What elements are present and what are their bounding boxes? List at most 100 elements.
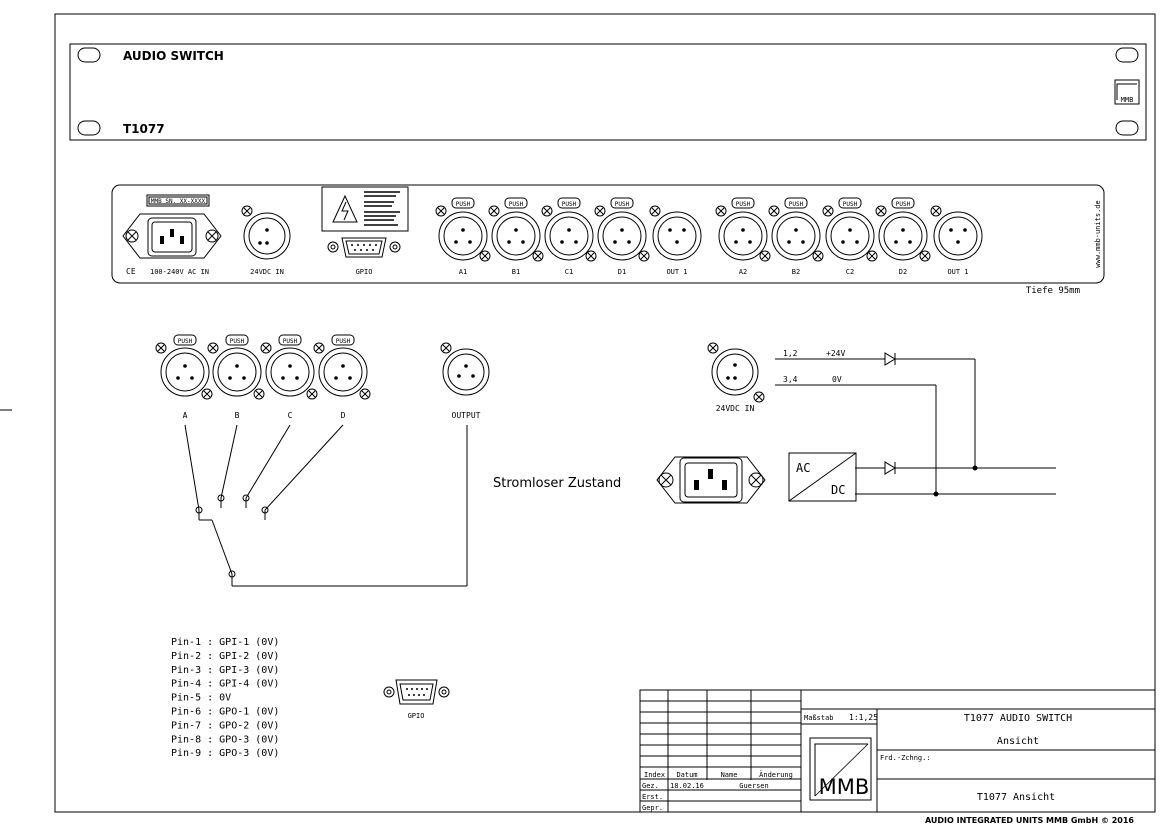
pinout-line: Pin-6 : GPO-1 (0V) — [171, 707, 279, 718]
pinout-line: Pin-8 : GPO-3 (0V) — [171, 734, 279, 745]
input-label: B — [235, 411, 240, 420]
input-xlr-connector: PUSH — [260, 334, 318, 400]
input-label: C — [288, 411, 293, 420]
pinout-line: Pin-9 : GPO-3 (0V) — [171, 748, 279, 759]
power-iec-inlet — [656, 456, 766, 504]
rear-connector-label: D2 — [899, 268, 907, 276]
pin12-label: 1,2 — [783, 349, 798, 358]
input-label: A — [183, 411, 188, 420]
ac-label: 100-240V AC IN — [150, 268, 209, 276]
schematic-output-connector — [440, 342, 490, 396]
rear-connector-label: B1 — [512, 268, 520, 276]
switch-wiring — [184, 424, 468, 587]
pinout-line: Pin-5 : 0V — [171, 693, 231, 704]
push-label: PUSH — [509, 201, 524, 208]
ac-dc-converter: AC DC — [788, 452, 857, 502]
rear-connector-label: C1 — [565, 268, 573, 276]
warning-label — [321, 186, 409, 232]
voltage24-label: +24V — [826, 349, 845, 358]
rear-xlr-connector: PUSH — [822, 197, 878, 262]
push-tab: PUSH — [731, 197, 755, 209]
pinout-line: Pin-1 : GPI-1 (0V) — [171, 637, 279, 648]
rear-connector-label: OUT 1 — [947, 268, 968, 276]
mmb-logo-small: MMB — [1114, 79, 1140, 105]
rack-hole — [77, 47, 101, 63]
rear-xlr-connector: PUSH — [594, 197, 650, 262]
push-label: PUSH — [736, 201, 751, 208]
tb-drawing-name: T1077 Ansicht — [977, 792, 1055, 803]
push-label: PUSH — [896, 201, 911, 208]
footer-copyright: AUDIO INTEGRATED UNITS MMB GmbH © 2016 — [925, 816, 1134, 825]
push-label: PUSH — [789, 201, 804, 208]
output-label: OUTPUT — [452, 411, 481, 420]
tb-header-change: Änderung — [759, 770, 793, 779]
push-label: PUSH — [843, 201, 858, 208]
tb-subtitle: Ansicht — [997, 736, 1039, 747]
ce-mark: CE — [126, 267, 136, 276]
rear-xlr-connector: PUSH — [768, 197, 824, 262]
iec-ac-inlet — [122, 213, 222, 259]
push-tab: PUSH — [331, 334, 355, 346]
rear-xlr-connector — [649, 205, 702, 261]
tb-erst-label: Erst. — [642, 793, 663, 801]
rear-xlr-connector: PUSH — [875, 197, 931, 262]
power-dc-label: 24VDC IN — [716, 404, 755, 413]
rear-connector-label: C2 — [846, 268, 854, 276]
rear-xlr-connector: PUSH — [541, 197, 597, 262]
rear-xlr-connector: PUSH — [715, 197, 771, 262]
rear-xlr-connector: PUSH — [435, 197, 491, 262]
voltage0-label: 0V — [832, 375, 842, 384]
push-label: PUSH — [178, 338, 193, 345]
pinout-line: Pin-7 : GPO-2 (0V) — [171, 720, 279, 731]
push-tab: PUSH — [610, 197, 634, 209]
website-label: www.mmb-units.de — [1094, 200, 1102, 267]
gpio-label: GPIO — [356, 268, 373, 276]
push-tab: PUSH — [838, 197, 862, 209]
pinout-line: Pin-2 : GPI-2 (0V) — [171, 651, 279, 662]
pinout-line: Pin-4 : GPI-4 (0V) — [171, 679, 279, 690]
push-label: PUSH — [562, 201, 577, 208]
rear-connector-label: B2 — [792, 268, 800, 276]
rear-connector-label: D1 — [618, 268, 626, 276]
tb-title: T1077 AUDIO SWITCH — [964, 713, 1072, 724]
dc-text: DC — [831, 483, 845, 497]
input-label: D — [341, 411, 346, 420]
state-label: Stromloser Zustand — [493, 476, 621, 491]
dc-xlr — [241, 205, 291, 260]
svg-text:MMB: MMB — [1121, 96, 1134, 104]
rear-xlr-connector: PUSH — [488, 197, 544, 262]
rack-hole — [1115, 47, 1139, 63]
ac-text: AC — [796, 461, 810, 475]
serial-box — [146, 194, 210, 207]
power-dc-xlr — [707, 342, 765, 403]
dc-label: 24VDC IN — [250, 268, 284, 276]
input-xlr-connector: PUSH — [155, 334, 213, 400]
rear-connector-label: OUT 1 — [666, 268, 687, 276]
push-label: PUSH — [336, 338, 351, 345]
push-label: PUSH — [230, 338, 245, 345]
input-xlr-connector: PUSH — [313, 334, 371, 400]
tb-gez-name: Guersen — [739, 782, 769, 790]
rear-panel: MMB SN. XX-XXXX CE 100-240V AC IN 24VDC … — [111, 184, 1105, 284]
push-tab: PUSH — [784, 197, 808, 209]
pin34-label: 3,4 — [783, 375, 798, 384]
push-tab: PUSH — [278, 334, 302, 346]
push-tab: PUSH — [891, 197, 915, 209]
tb-drawing-no-label: Frd.-Zchng.: — [880, 754, 931, 762]
rear-connector-label: A1 — [459, 268, 467, 276]
tb-mmb-logo: MMB — [819, 775, 870, 799]
push-tab: PUSH — [504, 197, 528, 209]
tb-scale-value: 1:1,25 — [849, 713, 878, 722]
front-panel: AUDIO SWITCH T1077 MMB — [69, 43, 1147, 141]
push-tab: PUSH — [557, 197, 581, 209]
tb-gez-date: 18.02.16 — [670, 782, 704, 790]
push-tab: PUSH — [173, 334, 197, 346]
rack-hole — [1115, 120, 1139, 136]
tb-header-date: Datum — [676, 771, 697, 779]
serial-label: MMB SN. XX-XXXX — [151, 198, 206, 205]
sheet-border — [54, 13, 1156, 813]
schematic-inputs: PUSH A PUSH B PUSH C PUSH D — [155, 334, 371, 420]
rear-xlr-connector — [930, 205, 983, 261]
gpio-detail-label: GPIO — [408, 712, 425, 720]
